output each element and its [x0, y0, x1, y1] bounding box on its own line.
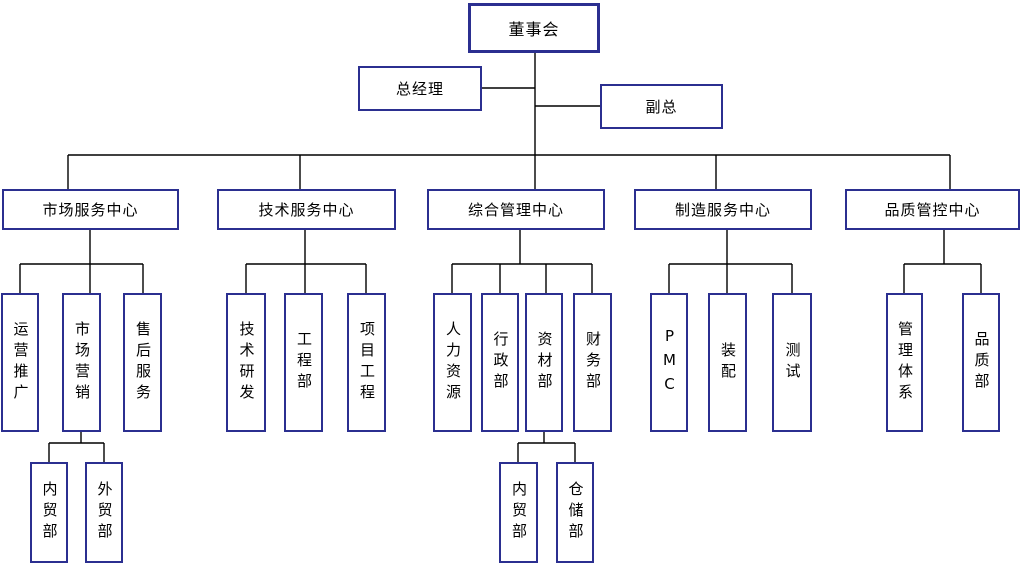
dept-after-sales: 售后服务 [123, 293, 162, 432]
dept-marketing: 市场营销 [62, 293, 101, 432]
dept-pmc: PMC [650, 293, 688, 432]
center-tech-service-label: 技术服务中心 [258, 201, 355, 219]
node-deputy-general-manager-label: 副总 [645, 98, 678, 116]
node-board-label: 董事会 [508, 20, 560, 39]
dept-after-sales-label: 售后服务 [134, 320, 152, 405]
dept-project-engineering-label: 项目工程 [358, 320, 376, 405]
dept-operations-promotion: 运营推广 [1, 293, 39, 432]
dept-tech-rd-label: 技术研发 [237, 320, 256, 405]
dept-assembly-label: 装配 [719, 341, 737, 384]
dept-finance-label: 财务部 [584, 331, 602, 394]
dept-marketing-label: 市场营销 [73, 320, 91, 405]
dept-assembly: 装配 [708, 293, 747, 432]
center-manufacturing-service-label: 制造服务中心 [674, 201, 771, 219]
dept-engineering-label: 工程部 [295, 331, 313, 394]
dept-tech-rd: 技术研发 [226, 293, 266, 432]
center-manufacturing-service: 制造服务中心 [634, 189, 812, 230]
center-market-service-label: 市场服务中心 [42, 201, 139, 219]
dept-human-resources-label: 人力资源 [444, 320, 462, 405]
sub-domestic-trade-materials-label: 内贸部 [510, 481, 528, 544]
dept-quality: 品质部 [962, 293, 1000, 432]
dept-materials-label: 资材部 [535, 331, 554, 394]
center-quality-control: 品质管控中心 [845, 189, 1020, 230]
sub-warehouse: 仓储部 [556, 462, 594, 563]
center-tech-service: 技术服务中心 [217, 189, 396, 230]
sub-foreign-trade: 外贸部 [85, 462, 123, 563]
node-deputy-general-manager: 副总 [600, 84, 723, 129]
dept-project-engineering: 项目工程 [347, 293, 386, 432]
node-board: 董事会 [468, 3, 600, 53]
dept-finance: 财务部 [573, 293, 612, 432]
dept-administration-label: 行政部 [491, 331, 510, 394]
node-general-manager: 总经理 [358, 66, 482, 111]
dept-management-system: 管理体系 [886, 293, 923, 432]
dept-materials: 资材部 [525, 293, 563, 432]
dept-testing-label: 测试 [783, 341, 802, 384]
dept-engineering: 工程部 [284, 293, 323, 432]
center-general-admin: 综合管理中心 [427, 189, 605, 230]
center-general-admin-label: 综合管理中心 [467, 201, 564, 219]
sub-foreign-trade-label: 外贸部 [95, 481, 114, 544]
center-market-service: 市场服务中心 [2, 189, 179, 230]
dept-operations-promotion-label: 运营推广 [11, 320, 30, 405]
dept-quality-label: 品质部 [972, 331, 991, 394]
dept-management-system-label: 管理体系 [896, 320, 914, 405]
sub-domestic-trade-materials: 内贸部 [499, 462, 538, 563]
dept-administration: 行政部 [481, 293, 519, 432]
dept-testing: 测试 [772, 293, 812, 432]
center-quality-control-label: 品质管控中心 [884, 201, 981, 219]
sub-domestic-trade-marketing-label: 内贸部 [40, 481, 59, 544]
dept-human-resources: 人力资源 [433, 293, 472, 432]
node-general-manager-label: 总经理 [395, 80, 444, 98]
dept-pmc-label: PMC [660, 326, 679, 399]
sub-domestic-trade-marketing: 内贸部 [30, 462, 68, 563]
sub-warehouse-label: 仓储部 [566, 481, 585, 544]
